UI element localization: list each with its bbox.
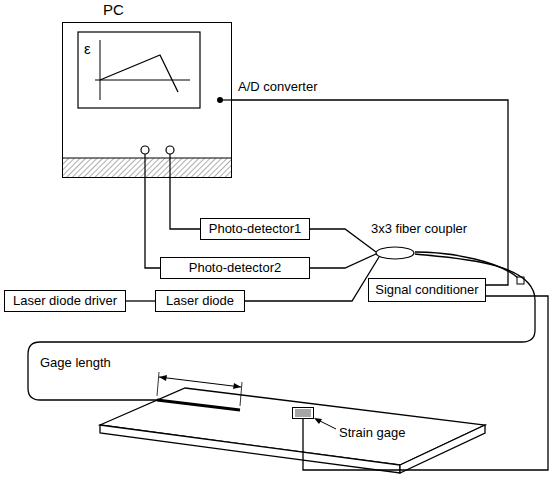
gage-grid [295,410,311,411]
coupler-outline [375,246,415,260]
coupler-outline [376,247,414,259]
connector [126,300,155,301]
node-label: Laser diode [166,294,234,309]
screen [78,32,200,108]
dimension-arrow [159,375,167,381]
port-label: A/D converter [238,80,317,95]
dimension-line [159,377,241,387]
pc-base-edge [63,158,231,159]
process-box: Laser diode [155,290,245,312]
process-box: Laser diode driver [4,290,126,312]
extension-line [157,372,159,396]
specimen-side [100,425,400,473]
process-box: Signal conditioner [368,278,486,302]
strain-curve [100,55,178,92]
input-port [141,146,149,154]
connector [170,178,200,229]
leader-arrow [314,418,322,424]
gage-grid [295,414,311,415]
input-port [166,146,174,154]
gage-grid [295,412,311,413]
fiber-coupler: 3x3 fiber coupler [375,246,415,260]
node-label: Photo-detector2 [189,261,282,276]
port-lead [144,154,145,178]
connector [232,100,508,285]
connector [310,254,376,268]
strain-gage: Strain gage [292,407,314,419]
embedded-fiber [157,400,240,410]
graph-axis [95,80,190,81]
specimen-side [400,425,485,473]
dimension-arrow [233,383,241,389]
gage-grid [295,416,311,417]
node-label: Signal conditioner [375,283,478,298]
process-box: Photo-detector2 [160,257,310,279]
pc-base [63,158,231,177]
dimension-label: Gage length [40,356,111,371]
node-heading: Strain gage [339,426,406,441]
node-heading: 3x3 fiber coupler [371,222,467,237]
connector [145,178,160,268]
connector [310,229,376,252]
computer-monitor: PC [62,22,232,178]
optical-fiber [28,254,535,400]
node-label: Photo-detector1 [209,222,302,237]
node-label: Laser diode driver [13,294,117,309]
gage-grid [293,408,313,418]
extension-line [240,382,242,406]
graph-axis [100,40,101,100]
axis-label: ε [84,40,91,57]
port-lead [169,154,170,178]
process-box: Photo-detector1 [200,218,310,240]
connector [303,296,548,470]
connector [245,257,379,301]
port-lead [220,99,232,100]
node-heading: PC [103,1,124,18]
